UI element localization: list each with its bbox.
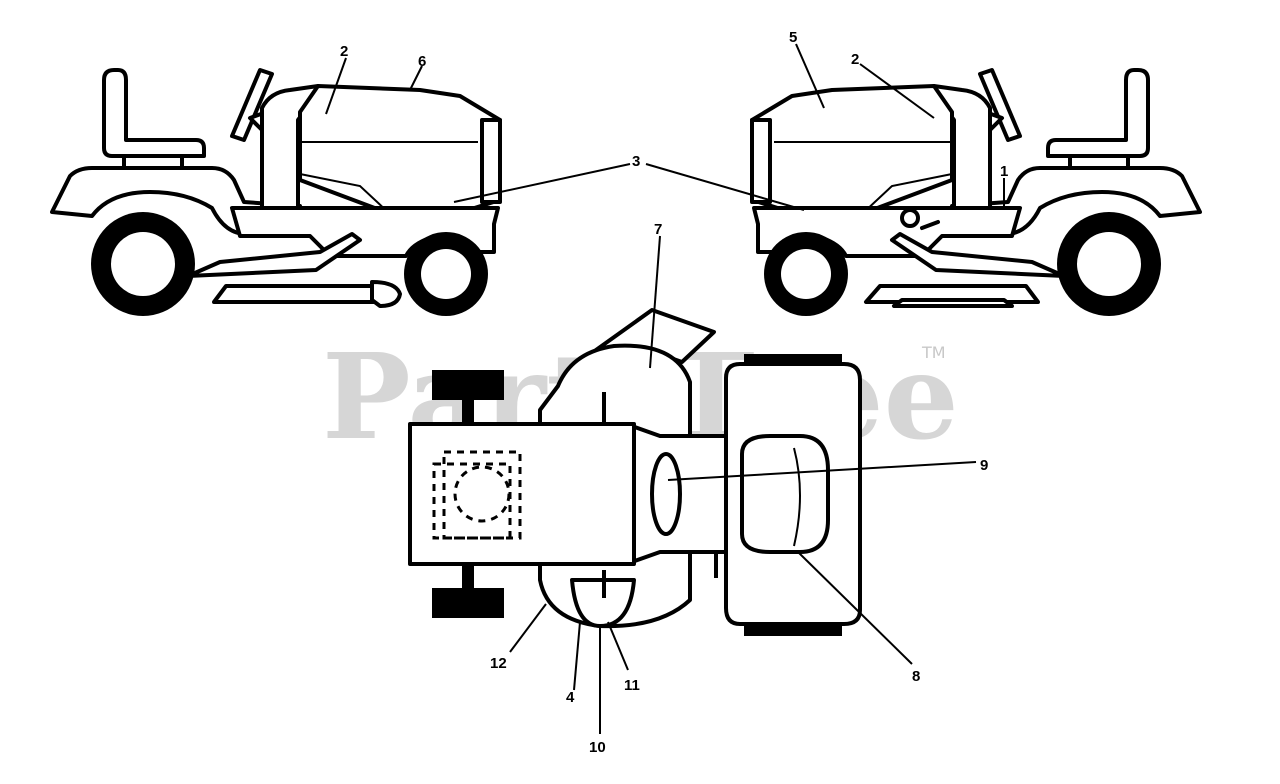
seat-back-line (793, 447, 801, 547)
hood (750, 84, 954, 212)
callout-4: 4 (566, 689, 575, 706)
rear-wheel-hub (1077, 232, 1141, 296)
leader-2-left (325, 57, 347, 115)
footrest (890, 232, 1066, 278)
mower-deck (212, 284, 388, 304)
callout-7: 7 (654, 221, 662, 238)
leader-12 (509, 603, 547, 653)
callout-1: 1 (1000, 163, 1008, 180)
hood-side-line (861, 173, 953, 215)
grille (480, 118, 502, 204)
callout-11: 11 (624, 677, 640, 694)
leader-11 (607, 621, 629, 671)
front-tire-bottom (432, 588, 504, 618)
callouts: 2 6 3 5 2 1 7 9 8 12 4 11 10 (340, 29, 1008, 756)
steering-wheel (978, 68, 1022, 142)
front-axle-top (462, 398, 474, 428)
lever (920, 220, 940, 230)
callout-3: 3 (632, 153, 640, 170)
engine-outline-shadow (432, 462, 512, 540)
left-side-view (50, 68, 502, 316)
callout-2-right: 2 (851, 51, 859, 68)
grille (750, 118, 772, 204)
leader-4 (573, 621, 581, 691)
hood (408, 422, 636, 566)
leader-5 (795, 43, 825, 109)
footrest (186, 232, 362, 278)
hood-side-line (299, 173, 391, 215)
discharge-chute (370, 280, 402, 308)
rear-wheel-hub (111, 232, 175, 296)
deck-skirt (892, 298, 1014, 308)
seat (1046, 68, 1150, 158)
callout-2-left: 2 (340, 43, 348, 60)
leader-2-right (859, 63, 935, 119)
callout-8: 8 (912, 668, 920, 685)
front-tire-top (432, 370, 504, 400)
front-wheel-hub (781, 249, 831, 299)
engine-cap (453, 465, 511, 523)
callout-9: 9 (980, 457, 988, 474)
leader-3-left (453, 163, 631, 203)
seat (740, 434, 830, 554)
front-wheel-hub (421, 249, 471, 299)
callout-12: 12 (490, 655, 507, 672)
leader-7 (649, 235, 661, 369)
steering-wheel (650, 452, 682, 536)
seat (102, 68, 206, 158)
fuel-cap (900, 208, 920, 228)
callout-6: 6 (418, 53, 426, 70)
watermark-trademark: TM (921, 343, 946, 362)
leader-lines (325, 43, 1005, 734)
callout-10: 10 (589, 739, 606, 756)
top-view (408, 308, 862, 636)
right-side-view (750, 68, 1202, 316)
engine-outline (442, 450, 522, 540)
leader-3-right (645, 163, 805, 211)
front-axle-bottom (462, 562, 474, 592)
leader-8 (797, 551, 913, 665)
steering-wheel (230, 68, 274, 142)
leader-6 (409, 65, 423, 91)
callout-5: 5 (789, 29, 797, 46)
leader-9 (667, 461, 977, 481)
